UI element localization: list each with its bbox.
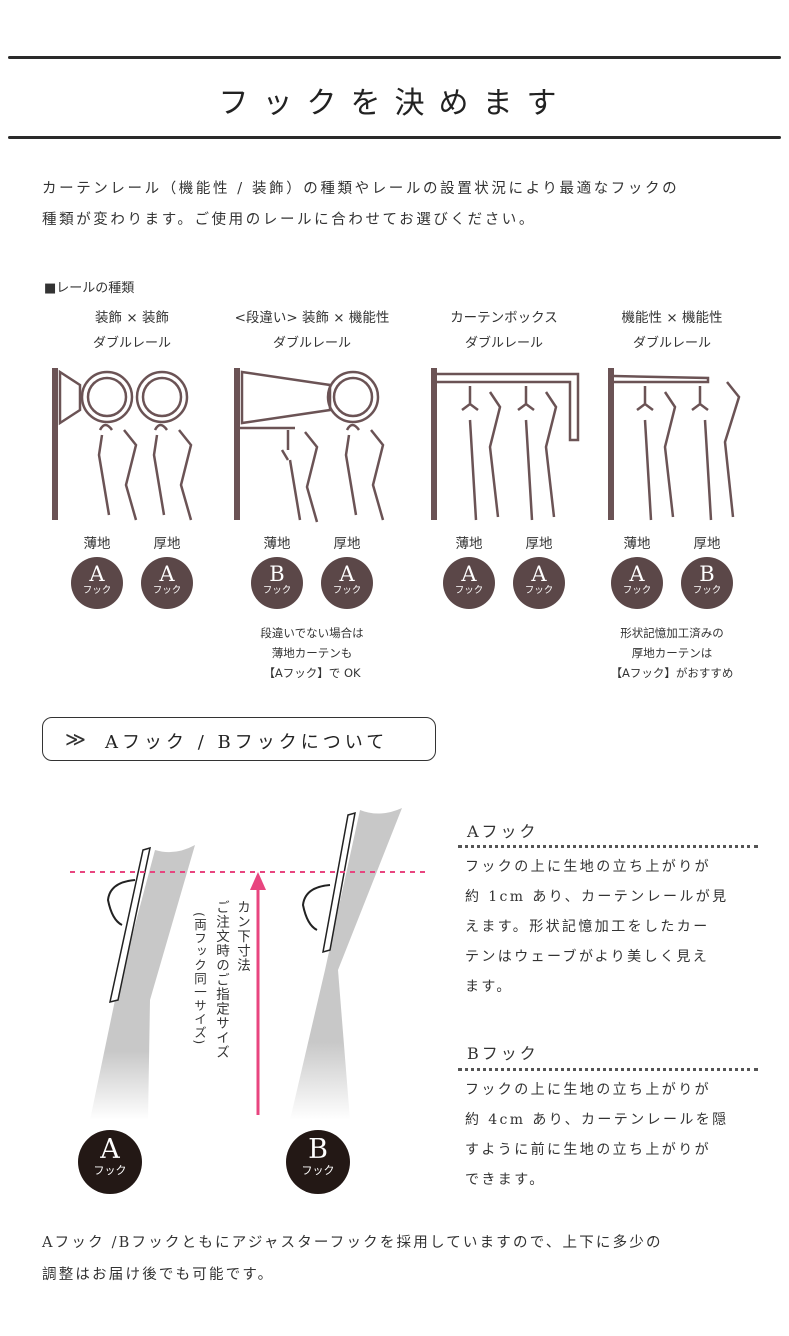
hook-badge: A フック	[513, 557, 565, 609]
badge-word: フック	[692, 585, 722, 596]
rail-note: 形状記憶加工済みの厚地カーテンは【Aフック】がおすすめ	[582, 623, 762, 683]
badge-letter: A	[89, 562, 105, 586]
fabric-label: 厚地	[693, 536, 721, 552]
note-line: 厚地カーテンは	[631, 646, 713, 660]
rail-diagrams	[52, 368, 741, 523]
description-line: ます。	[465, 979, 513, 995]
badge-letter: A	[159, 562, 175, 586]
rail-section-label: ■レールの種類	[44, 281, 135, 296]
rail-subname: ダブルレール	[272, 336, 351, 351]
badge-letter: B	[308, 1134, 328, 1165]
page-title: フックを決めます	[218, 86, 571, 121]
description-line: フックの上に生地の立ち上がりが	[465, 859, 711, 875]
outro-line: 調整はお届け後でも可能です。	[42, 1267, 275, 1283]
note-line: 段違いでない場合は	[260, 626, 364, 640]
badge-letter: A	[339, 562, 355, 586]
description-line: えます。形状記憶加工をしたカー	[465, 919, 710, 935]
intro-line: 種類が変わります。ご使用のレールに合わせてお選びください。	[42, 212, 537, 228]
badge-word: フック	[152, 585, 182, 596]
description-line: すように前に生地の立ち上がりが	[465, 1142, 711, 1158]
description-line: できます。	[465, 1172, 546, 1188]
hook-badge: A フック	[611, 557, 663, 609]
badge-letter: A	[100, 1134, 120, 1165]
hook-diagram	[70, 808, 430, 1120]
intro-line: カーテンレール（機能性 / 装飾）の種類やレールの設置状況により最適なフックの	[42, 181, 680, 197]
badge-word: フック	[93, 1164, 127, 1177]
description-line: テンはウェーブがより美しく見え	[465, 949, 710, 965]
hook-badge: B フック	[251, 557, 303, 609]
about-heading-text: Aフック / Bフックについて	[105, 732, 389, 753]
a-hook-badge: A フック	[78, 1130, 142, 1194]
a-hook-title: Aフック	[467, 822, 539, 841]
rail-subname: ダブルレール	[632, 336, 711, 351]
badge-word: フック	[82, 585, 112, 596]
hook-badge: A フック	[141, 557, 193, 609]
ring	[135, 370, 189, 424]
fabric-label: 薄地	[263, 536, 291, 552]
badge-word: フック	[262, 585, 292, 596]
curtain-a	[90, 845, 195, 1120]
hook-a	[109, 846, 151, 1004]
b-hook-description: フックの上に生地の立ち上がりが約 4cm あり、カーテンレールを隠すように前に生…	[465, 1075, 765, 1195]
hook-badge: B フック	[681, 557, 733, 609]
fabric-label: 厚地	[153, 536, 181, 552]
curtain-b	[290, 808, 402, 1120]
intro-text: カーテンレール（機能性 / 装飾）の種類やレールの設置状況により最適なフックの …	[42, 174, 762, 236]
outro-text: Aフック /Bフックともにアジャスターフックを採用していますので、上下に多少の …	[42, 1227, 762, 1291]
outro-line: Aフック /Bフックともにアジャスターフックを採用していますので、上下に多少の	[42, 1235, 663, 1251]
badge-word: フック	[332, 585, 362, 596]
wall	[52, 368, 58, 520]
bracket	[58, 369, 82, 426]
hook-badge: A フック	[443, 557, 495, 609]
measure-label-note: (両フック同一サイズ)	[192, 912, 207, 1046]
dotted-divider	[458, 845, 758, 848]
fabric-label: 厚地	[525, 536, 553, 552]
hook-badge: A フック	[321, 557, 373, 609]
badge-letter: B	[699, 562, 715, 586]
rail-subname: ダブルレール	[92, 336, 171, 351]
badge-letter: A	[531, 562, 547, 586]
hook-b	[322, 811, 356, 954]
divider-top	[8, 56, 781, 59]
arrow-head	[250, 872, 266, 890]
fabric-label: 薄地	[623, 536, 651, 552]
description-line: 約 1cm あり、カーテンレールが見	[465, 889, 729, 905]
rail-subname: ダブルレール	[464, 336, 543, 351]
badge-letter: B	[269, 562, 285, 586]
description-line: フックの上に生地の立ち上がりが	[465, 1082, 711, 1098]
badge-word: フック	[622, 585, 652, 596]
description-line: 約 4cm あり、カーテンレールを隠	[465, 1112, 729, 1128]
badge-word: フック	[454, 585, 484, 596]
rail-name: カーテンボックス	[450, 310, 558, 326]
b-hook-badge: B フック	[286, 1130, 350, 1194]
note-line: 【Aフック】がおすすめ	[610, 666, 734, 680]
rail-name: <段違い> 装飾 × 機能性	[234, 310, 390, 326]
fabric-label: 薄地	[83, 536, 111, 552]
note-line: 薄地カーテンも	[271, 646, 353, 660]
rail-name: 機能性 × 機能性	[621, 310, 723, 326]
rail-name: 装飾 × 装飾	[95, 310, 169, 326]
note-line: 形状記憶加工済みの	[620, 626, 724, 640]
measure-label: カン下寸法	[234, 900, 250, 973]
badge-letter: A	[461, 562, 477, 586]
badge-word: フック	[301, 1164, 335, 1177]
ring	[80, 370, 134, 424]
rail-note: 段違いでない場合は薄地カーテンも【Aフック】で OK	[222, 623, 402, 683]
b-hook-title: Bフック	[467, 1044, 539, 1063]
divider-bottom	[8, 136, 781, 139]
badge-letter: A	[629, 562, 645, 586]
note-line: 【Aフック】で OK	[263, 666, 361, 680]
fabric-label: 厚地	[333, 536, 361, 552]
hook-badge: A フック	[71, 557, 123, 609]
badge-word: フック	[524, 585, 554, 596]
fabric-label: 薄地	[455, 536, 483, 552]
dotted-divider	[458, 1068, 758, 1071]
double-chevron-right-icon: ≫	[65, 727, 86, 751]
measure-label: ご注文時のご指定サイズ	[213, 900, 229, 1060]
about-hooks-heading: ≫ Aフック / Bフックについて	[42, 717, 436, 761]
a-hook-description: フックの上に生地の立ち上がりが約 1cm あり、カーテンレールが見えます。形状記…	[465, 852, 765, 1002]
